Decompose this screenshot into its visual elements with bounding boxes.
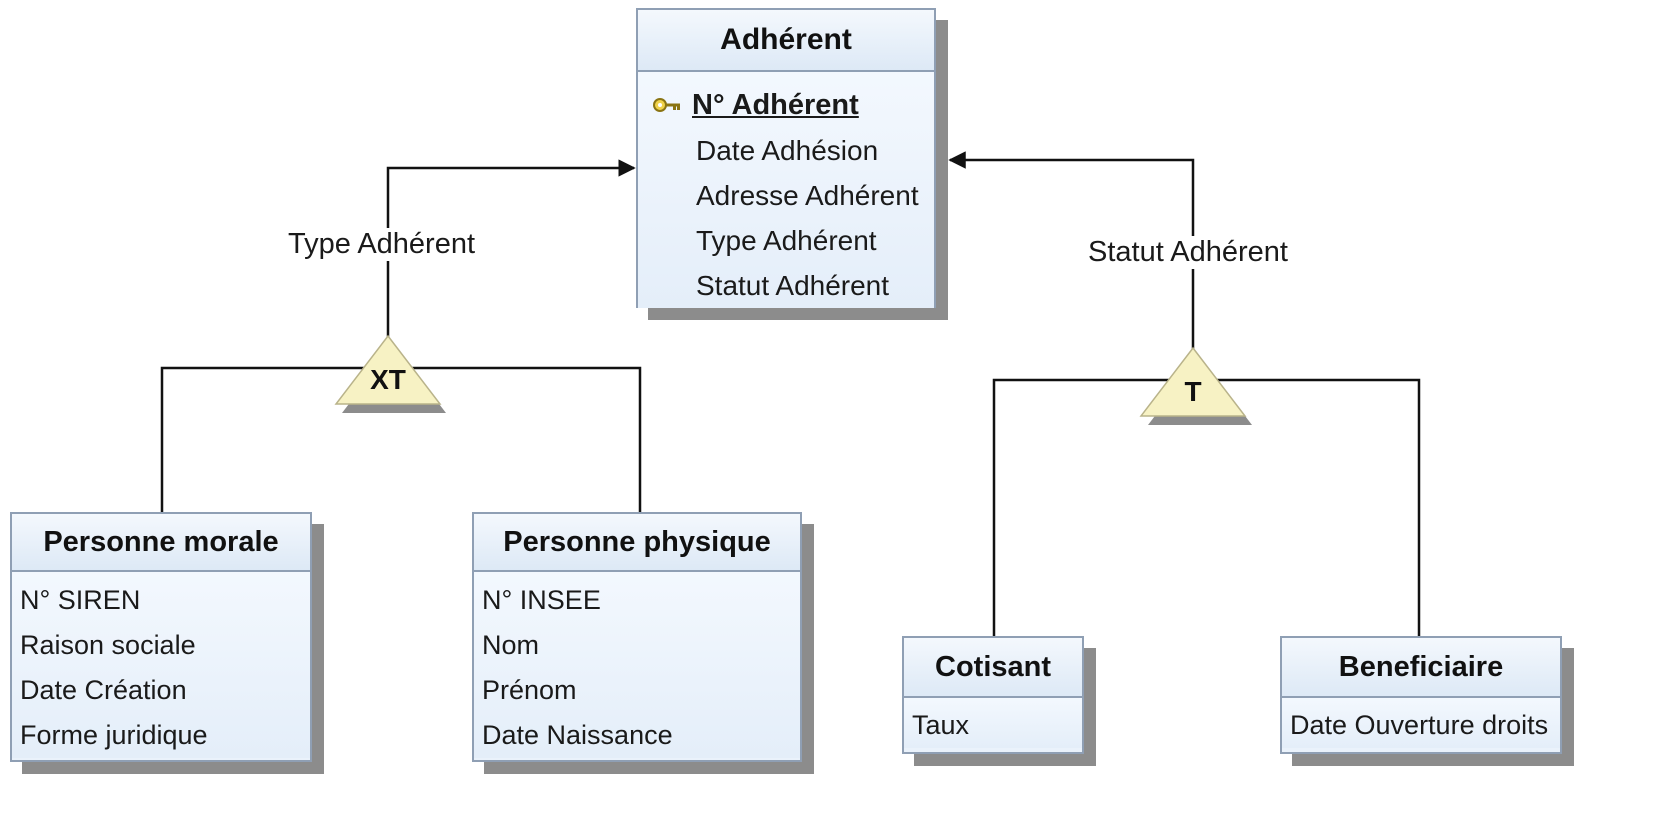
attr-key-numero-adherent: N° Adhérent bbox=[692, 88, 859, 121]
attr-adresse-adherent: Adresse Adhérent bbox=[696, 180, 919, 211]
type-adherent-label: Type Adhérent bbox=[284, 228, 480, 261]
t-triangle bbox=[1139, 346, 1247, 417]
link-type-to-adherent bbox=[386, 159, 636, 350]
entity-adherent[interactable]: Adhérent N° Adhérent Date Adhésion Adres… bbox=[636, 8, 936, 308]
statut-adherent-label: Statut Adhérent bbox=[1084, 236, 1292, 269]
attr-taux: Taux bbox=[912, 710, 970, 740]
entity-personne-morale-title: Personne morale bbox=[12, 514, 310, 572]
attr-numero-insee: N° INSEE bbox=[482, 585, 601, 615]
entity-beneficiaire-title: Beneficiaire bbox=[1282, 638, 1560, 698]
attr-date-adhesion: Date Adhésion bbox=[696, 135, 879, 166]
attr-statut-adherent: Statut Adhérent bbox=[696, 270, 890, 301]
attr-numero-siren: N° SIREN bbox=[20, 585, 141, 615]
xt-triangle bbox=[334, 334, 442, 405]
link-statut-to-adherent bbox=[948, 151, 1195, 374]
attr-date-creation: Date Création bbox=[20, 675, 187, 705]
attr-nom: Nom bbox=[482, 630, 540, 660]
entity-cotisant[interactable]: Cotisant Taux bbox=[902, 636, 1084, 754]
xt-marker: XT bbox=[370, 364, 406, 395]
entity-cotisant-title: Cotisant bbox=[904, 638, 1082, 698]
attr-type-adherent: Type Adhérent bbox=[696, 225, 877, 256]
entity-personne-physique-title: Personne physique bbox=[474, 514, 800, 572]
key-icon bbox=[653, 98, 680, 112]
entity-beneficiaire[interactable]: Beneficiaire Date Ouverture droits bbox=[1280, 636, 1562, 754]
attr-raison-sociale: Raison sociale bbox=[20, 630, 196, 660]
attr-prenom: Prénom bbox=[482, 675, 577, 705]
attr-forme-juridique: Forme juridique bbox=[20, 720, 208, 750]
attr-date-naissance: Date Naissance bbox=[482, 720, 673, 750]
t-marker: T bbox=[1184, 376, 1202, 407]
attr-date-ouverture-droits: Date Ouverture droits bbox=[1290, 710, 1549, 740]
entity-personne-morale[interactable]: Personne morale N° SIREN Raison sociale … bbox=[10, 512, 312, 762]
entity-adherent-title: Adhérent bbox=[638, 10, 934, 72]
entity-personne-physique[interactable]: Personne physique N° INSEE Nom Prénom Da… bbox=[472, 512, 802, 762]
